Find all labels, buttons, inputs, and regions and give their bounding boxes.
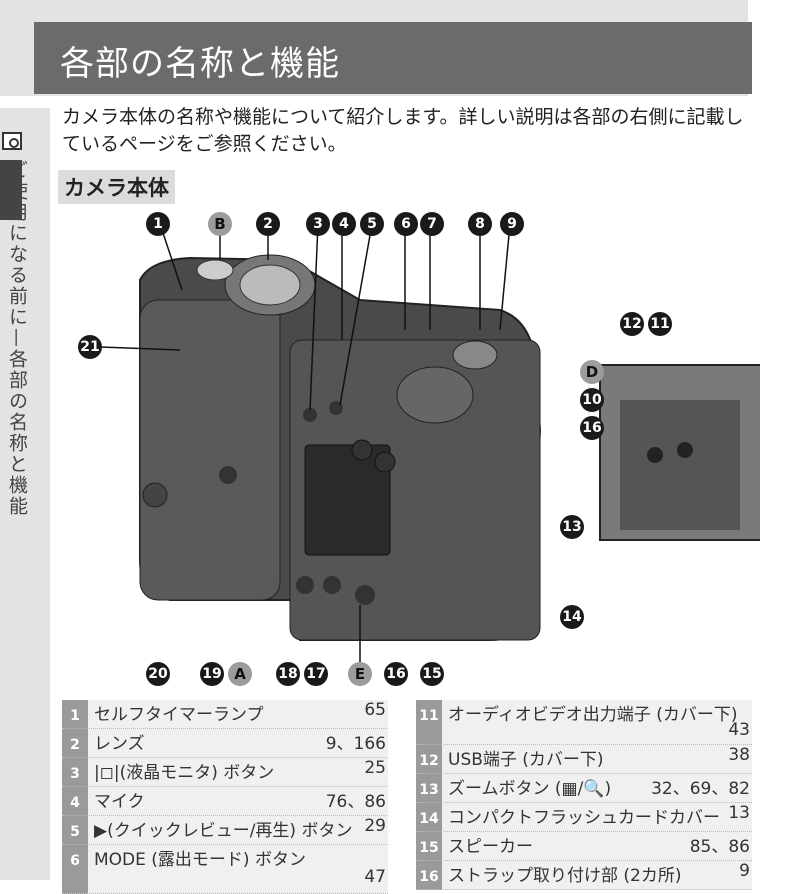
callout-8: 8 — [468, 212, 492, 236]
camera-illustration — [99, 223, 771, 670]
list-item: 1 セルフタイマーランプ 65 — [62, 700, 388, 729]
item-page: 43 — [728, 720, 750, 740]
title-bar: 各部の名称と機能 — [34, 22, 752, 94]
callout-14: 14 — [560, 605, 584, 629]
item-label: ▶(クイックレビュー/再生) ボタン — [94, 821, 353, 841]
callout-7: 7 — [420, 212, 444, 236]
item-page: 76、86 — [325, 792, 386, 812]
item-page: 29 — [364, 816, 386, 836]
item-label: ズームボタン (▦/🔍) — [448, 779, 612, 799]
callout-20: 20 — [146, 662, 170, 686]
item-number: 13 — [419, 782, 439, 798]
intro-text: カメラ本体の名称や機能について紹介します。詳しい説明は各部の右側に記載しているペ… — [62, 106, 744, 155]
callout-1: 1 — [146, 212, 170, 236]
list-item: 3 |◻|(液晶モニタ) ボタン 25 — [62, 758, 388, 787]
item-label: オーディオビデオ出力端子 (カバー下) — [448, 705, 738, 725]
item-page: 47 — [364, 867, 386, 887]
list-item: 16 ストラップ取り付け部 (2カ所) 9 — [416, 861, 752, 890]
sidebar-chapter-label: ご使用になる前に—各部の名称と機能 — [6, 160, 28, 517]
callout-21: 21 — [78, 335, 102, 359]
list-item: 13 ズームボタン (▦/🔍) 32、69、82 — [416, 774, 752, 803]
item-number: 6 — [70, 853, 80, 869]
item-label: コンパクトフラッシュカードカバー — [448, 808, 720, 828]
item-page: 85、86 — [689, 837, 750, 857]
item-number: 16 — [419, 869, 439, 885]
item-page: 13 — [728, 803, 750, 823]
item-label: レンズ — [94, 734, 145, 754]
callout-11: 11 — [648, 312, 672, 336]
item-label: |◻|(液晶モニタ) ボタン — [94, 763, 275, 783]
item-number: 5 — [70, 824, 80, 840]
item-page: 9、166 — [325, 734, 386, 754]
callout-E: E — [348, 662, 372, 686]
item-number: 12 — [419, 753, 439, 769]
callout-10: 10 — [580, 388, 604, 412]
item-number: 11 — [419, 708, 439, 724]
item-number: 4 — [70, 795, 80, 811]
callout-12: 12 — [620, 312, 644, 336]
list-item: 11 オーディオビデオ出力端子 (カバー下)43 — [416, 700, 752, 745]
callout-18: 18 — [276, 662, 300, 686]
callout-B: B — [208, 212, 232, 236]
item-label: MODE (露出モード) ボタン — [94, 850, 306, 870]
item-label: スピーカー — [448, 837, 533, 857]
callout-9: 9 — [500, 212, 524, 236]
callout-13: 13 — [560, 515, 584, 539]
callout-A: A — [228, 662, 252, 686]
item-page: 9 — [739, 861, 750, 881]
callout-17: 17 — [304, 662, 328, 686]
item-page: 65 — [364, 700, 386, 720]
list-item: 6 MODE (露出モード) ボタン 47 — [62, 845, 388, 894]
page-title: 各部の名称と機能 — [60, 44, 340, 84]
list-item: 15 スピーカー 85、86 — [416, 832, 752, 861]
item-number: 15 — [419, 840, 439, 856]
callout-D: D — [580, 360, 604, 384]
callout-16-top: 16 — [580, 416, 604, 440]
item-number: 14 — [419, 811, 439, 827]
sidebar-marker — [0, 160, 22, 220]
camera-icon — [2, 132, 22, 150]
callout-15: 15 — [420, 662, 444, 686]
parts-table-right: 11 オーディオビデオ出力端子 (カバー下)43 12 USB端子 (カバー下) 38… — [416, 700, 752, 890]
callout-6: 6 — [394, 212, 418, 236]
callout-19: 19 — [200, 662, 224, 686]
callout-2: 2 — [256, 212, 280, 236]
item-number: 2 — [70, 737, 80, 753]
callout-5: 5 — [360, 212, 384, 236]
item-label: ストラップ取り付け部 (2カ所) — [448, 866, 682, 886]
callout-4: 4 — [332, 212, 356, 236]
list-item: 12 USB端子 (カバー下) 38 — [416, 745, 752, 774]
list-item: 5 ▶(クイックレビュー/再生) ボタン 29 — [62, 816, 388, 845]
item-label: セルフタイマーランプ — [94, 705, 264, 725]
list-item: 14 コンパクトフラッシュカードカバー 13 — [416, 803, 752, 832]
item-number: 3 — [70, 766, 80, 782]
section-heading: カメラ本体 — [58, 170, 175, 204]
list-item: 2 レンズ 9、166 — [62, 729, 388, 758]
item-page: 32、69、82 — [651, 779, 750, 799]
item-label: USB端子 (カバー下) — [448, 750, 604, 770]
item-label: マイク — [94, 792, 145, 812]
callout-16-bottom: 16 — [384, 662, 408, 686]
item-number: 1 — [70, 708, 80, 724]
sidebar — [0, 108, 50, 880]
camera-diagram: 1 B 2 3 4 5 6 7 8 9 12 11 D 10 16 21 13 … — [60, 200, 771, 690]
callout-3: 3 — [306, 212, 330, 236]
item-page: 38 — [728, 745, 750, 765]
item-page: 25 — [364, 758, 386, 778]
list-item: 4 マイク 76、86 — [62, 787, 388, 816]
